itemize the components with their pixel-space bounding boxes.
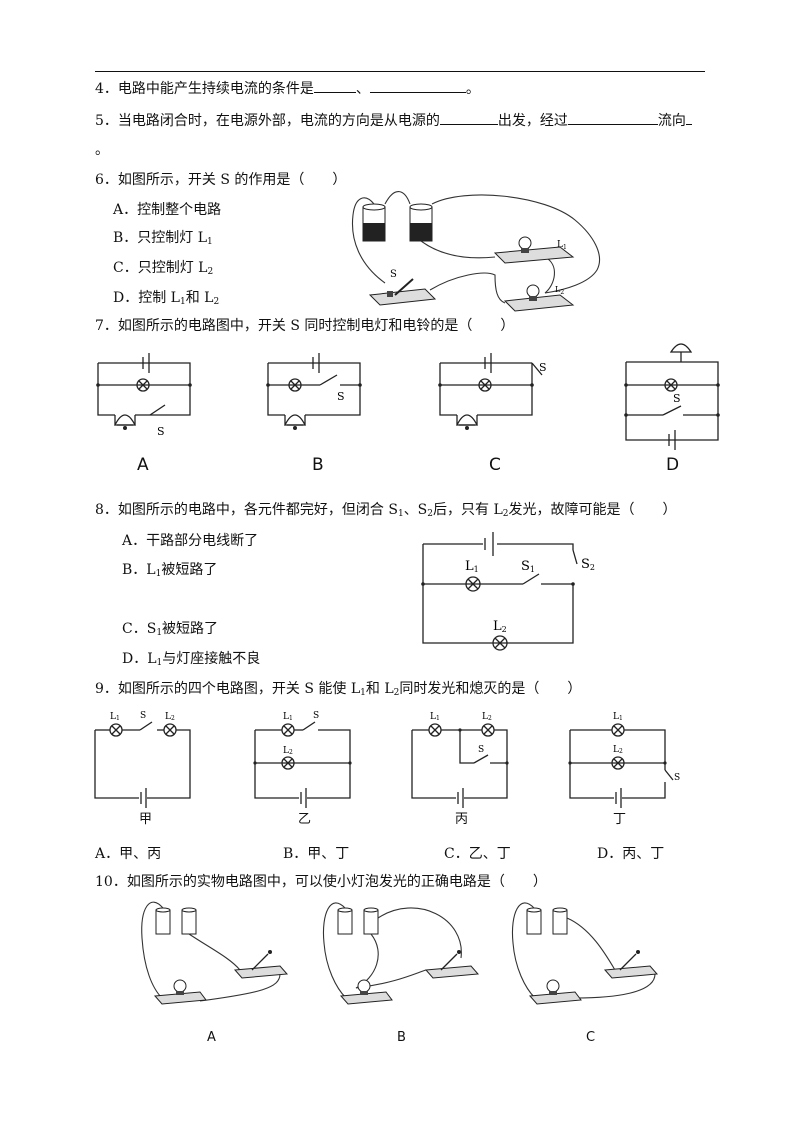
q6-fig-s-label: S <box>390 269 397 280</box>
q7-label-b[interactable]: B <box>312 455 324 475</box>
q7-label-c[interactable]: C <box>489 455 501 475</box>
q8-option-c[interactable]: C．S1被短路了 <box>122 621 219 638</box>
q8-circuit-figure: L1 S1 S2 L2 <box>421 532 595 651</box>
svg-text:S: S <box>140 711 146 721</box>
q6-fig-l2-label: L2 <box>555 285 564 296</box>
q6-fig-l1-label: L1 <box>557 240 567 251</box>
q5-text-c: 流向 <box>657 113 686 129</box>
q5-text-b: 出发，经过 <box>497 113 568 129</box>
svg-text:L2: L2 <box>165 712 175 722</box>
svg-text:L1: L1 <box>110 712 120 722</box>
svg-text:L2: L2 <box>482 712 492 722</box>
q7-label-d[interactable]: D <box>666 455 680 475</box>
q8-option-d[interactable]: D．L1与灯座接触不良 <box>122 651 261 668</box>
q9-circuit-bing: L1 L2 S <box>411 712 509 808</box>
svg-text:L1: L1 <box>430 712 440 722</box>
q9-circuit-ding: L1 L2 S <box>568 712 680 808</box>
battery-1-icon <box>362 203 386 242</box>
q6-stem: 6．如图所示，开关 S 的作用是（ ） <box>95 172 347 188</box>
q9-caption-ding: 丁 <box>613 812 627 827</box>
q7-circuit-b: S <box>266 353 362 430</box>
q10-stem: 10．如图所示的实物电路图中，可以使小灯泡发光的正确电路是（ ） <box>95 874 547 890</box>
svg-text:S: S <box>313 711 319 721</box>
top-rule <box>95 71 705 72</box>
q8-fig-s2-label: S2 <box>581 557 595 572</box>
q5-text-a: 5．当电路闭合时，在电源外部，电流的方向是从电源的 <box>95 113 440 129</box>
svg-text:S: S <box>478 745 484 755</box>
svg-text:S: S <box>157 425 165 438</box>
q7-label-a[interactable]: A <box>137 455 149 475</box>
q9-stem: 9．如图所示的四个电路图，开关 S 能使 L1和 L2同时发光和熄灭的是（ ） <box>95 681 582 698</box>
q8-fig-l2-label: L2 <box>493 619 507 634</box>
q10-label-b[interactable]: B <box>397 1030 406 1045</box>
question-5: 5．当电路闭合时，在电源外部，电流的方向是从电源的 出发，经过 流向 <box>95 112 692 129</box>
q9-option-b[interactable]: B．甲、丁 <box>283 846 350 862</box>
svg-text:S: S <box>337 390 345 403</box>
q4-blank-1[interactable] <box>313 80 356 93</box>
q9-option-a[interactable]: A．甲、丙 <box>95 846 162 862</box>
lamp-l2-icon <box>503 284 575 312</box>
svg-text:S: S <box>673 392 681 405</box>
q5-cont: 。 <box>95 142 109 158</box>
svg-text:L1: L1 <box>613 712 623 722</box>
q8-option-a[interactable]: A．干路部分电线断了 <box>122 533 259 549</box>
q9-caption-yi: 乙 <box>298 812 312 827</box>
q6-physical-circuit-figure: L1 S L2 <box>351 191 601 312</box>
q9-circuit-yi: L1 S L2 <box>253 711 352 808</box>
q9-circuit-jia: L1 S L2 <box>94 711 191 808</box>
q6-option-c[interactable]: C．只控制灯 L2 <box>113 260 214 277</box>
q10-circuit-c <box>511 902 659 1005</box>
svg-text:L2: L2 <box>613 745 623 755</box>
lamp-l1-icon <box>493 236 575 264</box>
q9-option-c[interactable]: C．乙、丁 <box>444 846 511 862</box>
q6-option-d[interactable]: D．控制 L1和 L2 <box>113 290 220 307</box>
q5-blank-1[interactable] <box>439 112 498 125</box>
q7-circuit-c: S <box>438 353 547 430</box>
battery-2-icon <box>409 203 433 242</box>
q4-blank-2[interactable] <box>369 80 466 93</box>
q7-circuit-a: S <box>96 353 192 438</box>
q8-fig-l1-label: L1 <box>465 559 479 574</box>
svg-text:S: S <box>674 773 680 783</box>
q7-circuit-d: S <box>624 343 720 450</box>
q10-label-c[interactable]: C <box>586 1030 596 1045</box>
switch-s-icon <box>368 278 437 306</box>
q8-fig-s1-label: S1 <box>521 559 535 574</box>
q9-caption-bing: 丙 <box>455 812 469 827</box>
q9-caption-jia: 甲 <box>139 812 153 827</box>
q7-stem: 7．如图所示的电路图中，开关 S 同时控制电灯和电铃的是（ ） <box>95 318 515 334</box>
q4-sep: 、 <box>355 81 370 97</box>
q9-option-d[interactable]: D．丙、丁 <box>597 846 665 862</box>
q8-option-b[interactable]: B．L1被短路了 <box>122 562 218 579</box>
q8-stem: 8．如图所示的电路中，各元件都完好，但闭合 S1、S2后，只有 L2发光，故障可… <box>95 502 677 519</box>
svg-text:L1: L1 <box>283 712 293 722</box>
q5-blank-2[interactable] <box>567 112 658 125</box>
q5-blank-3[interactable] <box>685 112 692 125</box>
q10-label-a[interactable]: A <box>207 1030 216 1045</box>
q10-circuit-b <box>322 902 480 1005</box>
svg-text:L2: L2 <box>283 746 293 756</box>
svg-text:S: S <box>539 361 547 374</box>
q10-circuit-a <box>141 901 289 1005</box>
q6-option-b[interactable]: B．只控制灯 L1 <box>113 230 213 247</box>
q4-end: 。 <box>465 81 480 97</box>
q6-option-a[interactable]: A．控制整个电路 <box>113 202 222 218</box>
q4-text: 4．电路中能产生持续电流的条件是 <box>95 81 314 97</box>
question-4: 4．电路中能产生持续电流的条件是 、 。 <box>95 80 480 97</box>
